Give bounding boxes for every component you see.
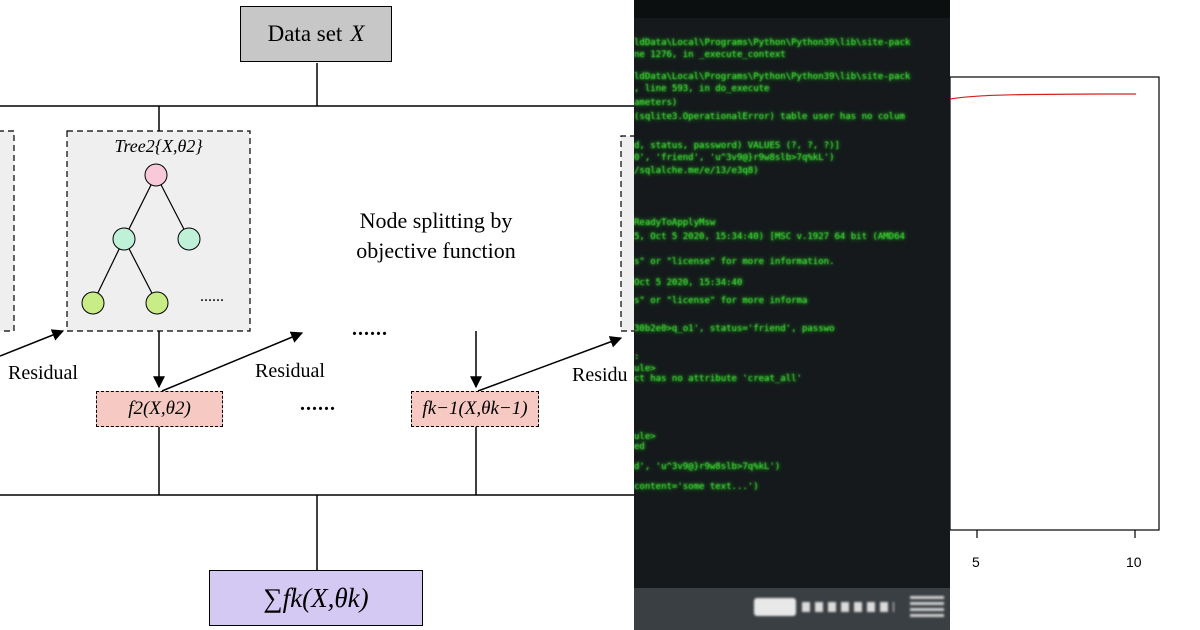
terminal-photo-panel: ldData\Local\Programs\Python\Python39\li… [634, 0, 950, 630]
tree2-caption: Tree2{X,θ2} [114, 135, 203, 156]
dots-upper: ...... [352, 318, 388, 340]
x-tick-label-5: 5 [972, 554, 980, 570]
residual-label-3: Residu [572, 364, 628, 386]
terminal-line: ed [634, 442, 645, 452]
fk1-box: fk−1(X,θk−1) [411, 391, 539, 427]
plot-svg [950, 76, 1160, 538]
tree-edge [123, 238, 158, 304]
x-tick-label-10: 10 [1126, 554, 1142, 570]
plot-panel: 5 10 [950, 0, 1200, 630]
tree-edge [123, 174, 157, 240]
terminal-line: ule> [634, 364, 656, 374]
node-splitting-line2: objective function [356, 238, 516, 263]
plot-frame [950, 76, 1160, 531]
tree2-ellipsis: ...... [200, 288, 224, 305]
terminal-line: s" or "license" for more information. [634, 257, 835, 267]
series-line [950, 93, 1137, 100]
terminal-line: 30b2e0>q_o1', status='friend', passwo [634, 324, 835, 334]
diagram-connectors [0, 63, 634, 570]
tree-internal-node [112, 227, 136, 251]
terminal-line: Oct 5 2020, 15:34:40 [634, 278, 743, 288]
f2-box: f2(X,θ2) [96, 391, 223, 427]
taskbar [634, 588, 950, 630]
taskbar-tray-icons [802, 602, 894, 612]
dataset-box: Data set X [240, 6, 392, 62]
residual-label-2: Residual [255, 360, 325, 382]
tree1-box-partial [0, 130, 15, 332]
dots-lower: ...... [300, 393, 336, 415]
dataset-label: Data set [267, 21, 343, 46]
tree-edge [92, 238, 125, 304]
terminal-line: ameters) [634, 98, 678, 108]
tree-leaf-node [81, 291, 105, 315]
taskbar-window-button[interactable] [754, 598, 796, 616]
tree-leaf-node [177, 227, 201, 251]
boosting-diagram-panel: Data set X Tree2{X,θ2} ...... Node split… [0, 6, 634, 626]
treek-box-partial [620, 135, 634, 332]
terminal-line: : [634, 352, 640, 362]
tree-root-node [144, 163, 168, 187]
residual-arrow-2 [161, 331, 304, 392]
terminal-line: 5, Oct 5 2020, 15:34:40) [MSC v.1927 64 … [634, 232, 905, 242]
terminal-line: ldData\Local\Programs\Python\Python39\li… [634, 72, 911, 82]
terminal-line: ule> [634, 432, 656, 442]
terminal-line: content='some text...') [634, 482, 759, 492]
terminal-line: ldData\Local\Programs\Python\Python39\li… [634, 38, 911, 48]
terminal-line: , line 593, in do_execute [634, 84, 770, 94]
terminal-line: ne 1276, in _execute_context [634, 50, 786, 60]
sum-box: ∑fk(X,θk) [209, 570, 423, 626]
residual-arrow-3 [477, 336, 623, 392]
taskbar-clock [910, 596, 944, 618]
terminal-line: ct has no attribute 'creat_all' [634, 374, 802, 384]
terminal-line: (sqlite3.OperationalError) table user ha… [634, 112, 905, 122]
tree-leaf-node [145, 291, 169, 315]
node-splitting-label: Node splitting by objective function [330, 206, 542, 266]
terminal-line: d, status, password) VALUES (?, ?, ?)] [634, 141, 840, 151]
terminal-line: /sqlalche.me/e/13/e3q8) [634, 166, 759, 176]
terminal-top-edge [634, 0, 950, 18]
residual-label-1: Residual [8, 362, 78, 384]
terminal-line: s" or "license" for more informa [634, 296, 808, 306]
node-splitting-line1: Node splitting by [359, 208, 513, 233]
terminal-line: d', 'u^3v9@}r9w8slb>7q%kL') [634, 462, 781, 472]
tree-edge [155, 174, 190, 240]
dataset-var: X [350, 21, 365, 46]
residual-arrow-1 [0, 329, 65, 357]
terminal-line: 0', 'friend', 'u^3v9@}r9w8slb>7q%kL') [634, 153, 835, 163]
terminal-line: ReadyToApplyMsw [634, 218, 716, 228]
